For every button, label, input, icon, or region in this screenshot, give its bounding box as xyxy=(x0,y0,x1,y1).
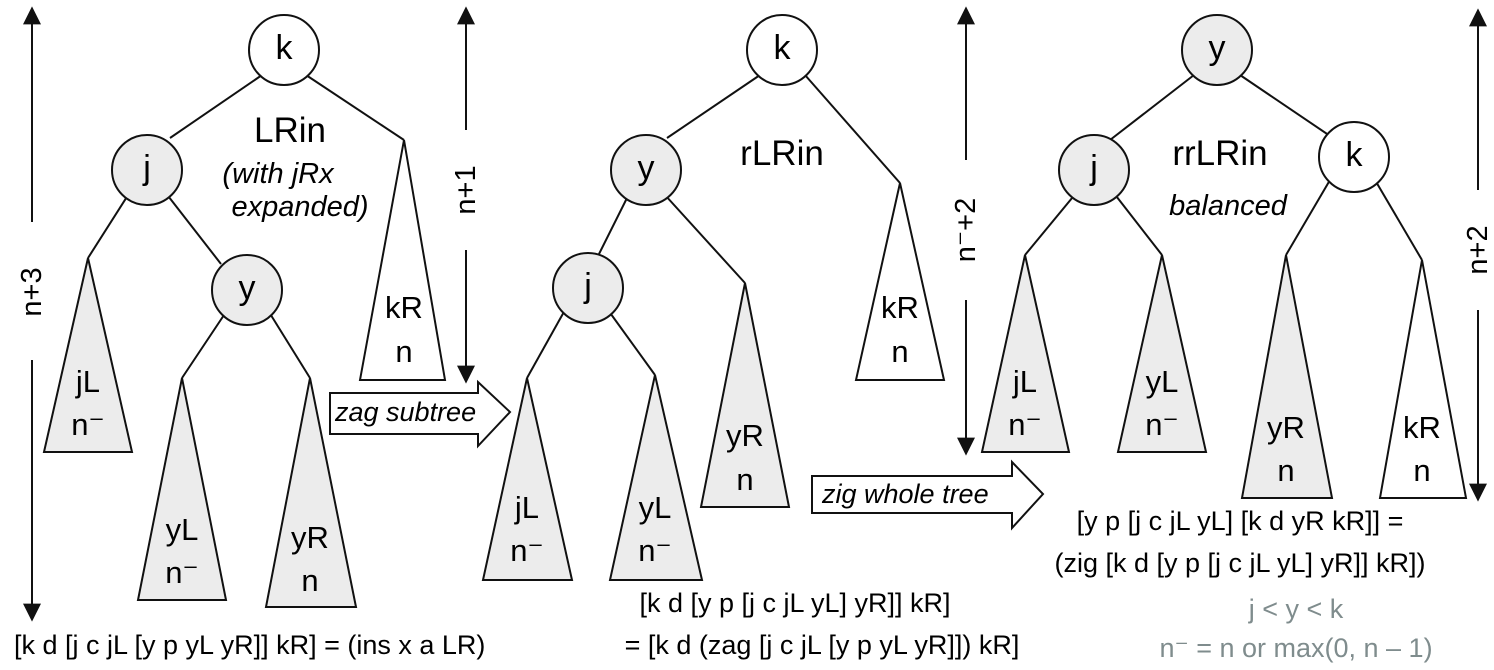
condition-height-def: n⁻ = n or max(0, n – 1) xyxy=(1159,633,1432,663)
tree-rrlrin-title: rrLRin xyxy=(1172,134,1267,173)
subtree-yR-rrlrin xyxy=(1240,254,1334,499)
subtree-jL-lrin xyxy=(42,257,134,453)
node-j-lrin-label: j xyxy=(142,149,151,187)
node-k-rlrin xyxy=(746,14,818,86)
subtree-yR-lrin-name: yR xyxy=(291,520,329,555)
formula-rlrin-1: [k d [y p [j c jL yL] yR]] kR] xyxy=(639,588,950,618)
tree-lrin-edges xyxy=(87,74,405,379)
formula-rrlrin-1: [y p [j c jL yL] [k d yR kR]] = xyxy=(1077,506,1404,536)
subtree-kR-rrlrin-name: kR xyxy=(1403,410,1441,445)
subtree-kR-rlrin xyxy=(854,182,946,381)
subtree-kR-lrin-height: n xyxy=(395,334,412,369)
tree-lrin-title: LRin xyxy=(254,111,326,150)
tree-rlrin-edges xyxy=(526,74,901,379)
formula-rrlrin-2: (zig [k d [y p [j c jL yL] yR]] kR]) xyxy=(1054,548,1425,578)
subtree-kR-rlrin-height: n xyxy=(891,334,908,369)
subtree-kR-rrlrin xyxy=(1378,259,1468,499)
tree-lrin-subtitle-1: (with jRx xyxy=(222,158,335,190)
node-y-rrlrin-label: y xyxy=(1209,29,1226,67)
subtree-yR-rlrin-name: yR xyxy=(726,418,764,453)
zag-arrow-label: zag subtree xyxy=(334,397,476,427)
node-j-rrlrin-label: j xyxy=(1089,149,1098,187)
subtree-yR-rrlrin-name: yR xyxy=(1267,410,1305,445)
subtree-yR-rlrin xyxy=(699,282,791,508)
node-k-lrin-label: k xyxy=(276,29,294,67)
subtree-yR-rlrin-height: n xyxy=(736,462,753,497)
subtree-yL-rrlrin-height: n⁻ xyxy=(1145,407,1179,442)
node-k-lrin xyxy=(248,14,320,86)
subtree-yL-lrin-name: yL xyxy=(166,512,199,547)
height-label-rrlrin: n+2 xyxy=(1462,225,1494,274)
node-y-rlrin-label: y xyxy=(638,149,655,187)
zag-block-arrow xyxy=(329,379,512,449)
node-j-rlrin xyxy=(552,252,624,324)
node-y-lrin xyxy=(211,254,283,326)
subtree-yL-rlrin xyxy=(608,374,704,581)
node-y-rrlrin xyxy=(1181,14,1253,86)
subtree-yL-rlrin-name: yL xyxy=(639,490,672,525)
subtree-jL-rlrin xyxy=(481,377,574,581)
zig-block-arrow xyxy=(811,459,1045,531)
subtree-kR-rlrin-name: kR xyxy=(881,290,919,325)
subtree-jL-rrlrin-name: jL xyxy=(1012,364,1037,399)
subtree-yL-rrlrin-name: yL xyxy=(1146,364,1179,399)
node-y-rlrin xyxy=(610,134,682,206)
subtree-kR-lrin-name: kR xyxy=(385,290,423,325)
subtree-yL-rrlrin xyxy=(1116,254,1208,453)
subtree-jL-lrin-height: n⁻ xyxy=(71,407,105,442)
tree-rrlrin-edges xyxy=(1024,74,1423,261)
tree-rrlrin-subtitle: balanced xyxy=(1169,190,1288,222)
subtree-yL-lrin-height: n⁻ xyxy=(165,555,199,590)
subtree-jL-lrin-name: jL xyxy=(75,364,100,399)
height-label-lrin-left: n+3 xyxy=(16,267,48,316)
node-k-rrlrin xyxy=(1318,121,1390,193)
formula-rlrin-2: = [k d (zag [j c jL [y p yL yR]]) kR] xyxy=(625,630,1020,660)
subtree-yR-lrin-height: n xyxy=(301,563,318,598)
node-k-rlrin-label: k xyxy=(774,29,792,67)
subtree-yL-lrin xyxy=(136,377,228,601)
height-label-lrin-right: n+1 xyxy=(450,165,482,214)
subtree-yL-rlrin-height: n⁻ xyxy=(638,533,672,568)
subtree-jL-rlrin-height: n⁻ xyxy=(510,533,544,568)
subtree-kR-lrin xyxy=(358,139,447,381)
subtree-yR-lrin xyxy=(264,377,358,608)
node-j-rlrin-label: j xyxy=(583,267,592,305)
tree-lrin-subtitle-2: expanded) xyxy=(231,191,368,223)
zig-arrow-label: zig whole tree xyxy=(821,479,989,509)
condition-ordering: j < y < k xyxy=(1248,594,1344,624)
subtree-jL-rrlrin-height: n⁻ xyxy=(1008,407,1042,442)
node-y-lrin-label: y xyxy=(239,269,256,307)
subtree-jL-rlrin-name: jL xyxy=(514,490,539,525)
height-label-rlrin: n⁻+2 xyxy=(950,198,982,263)
subtree-kR-rrlrin-height: n xyxy=(1413,453,1430,488)
node-j-rrlrin xyxy=(1058,134,1130,206)
node-k-rrlrin-label: k xyxy=(1346,136,1364,174)
node-j-lrin xyxy=(111,134,183,206)
subtree-jL-rrlrin xyxy=(980,254,1071,453)
formula-lrin: [k d [j c jL [y p yL yR]] kR] = (ins x a… xyxy=(14,630,485,660)
tree-rlrin-title: rLRin xyxy=(740,134,824,173)
subtree-yR-rrlrin-height: n xyxy=(1277,453,1294,488)
